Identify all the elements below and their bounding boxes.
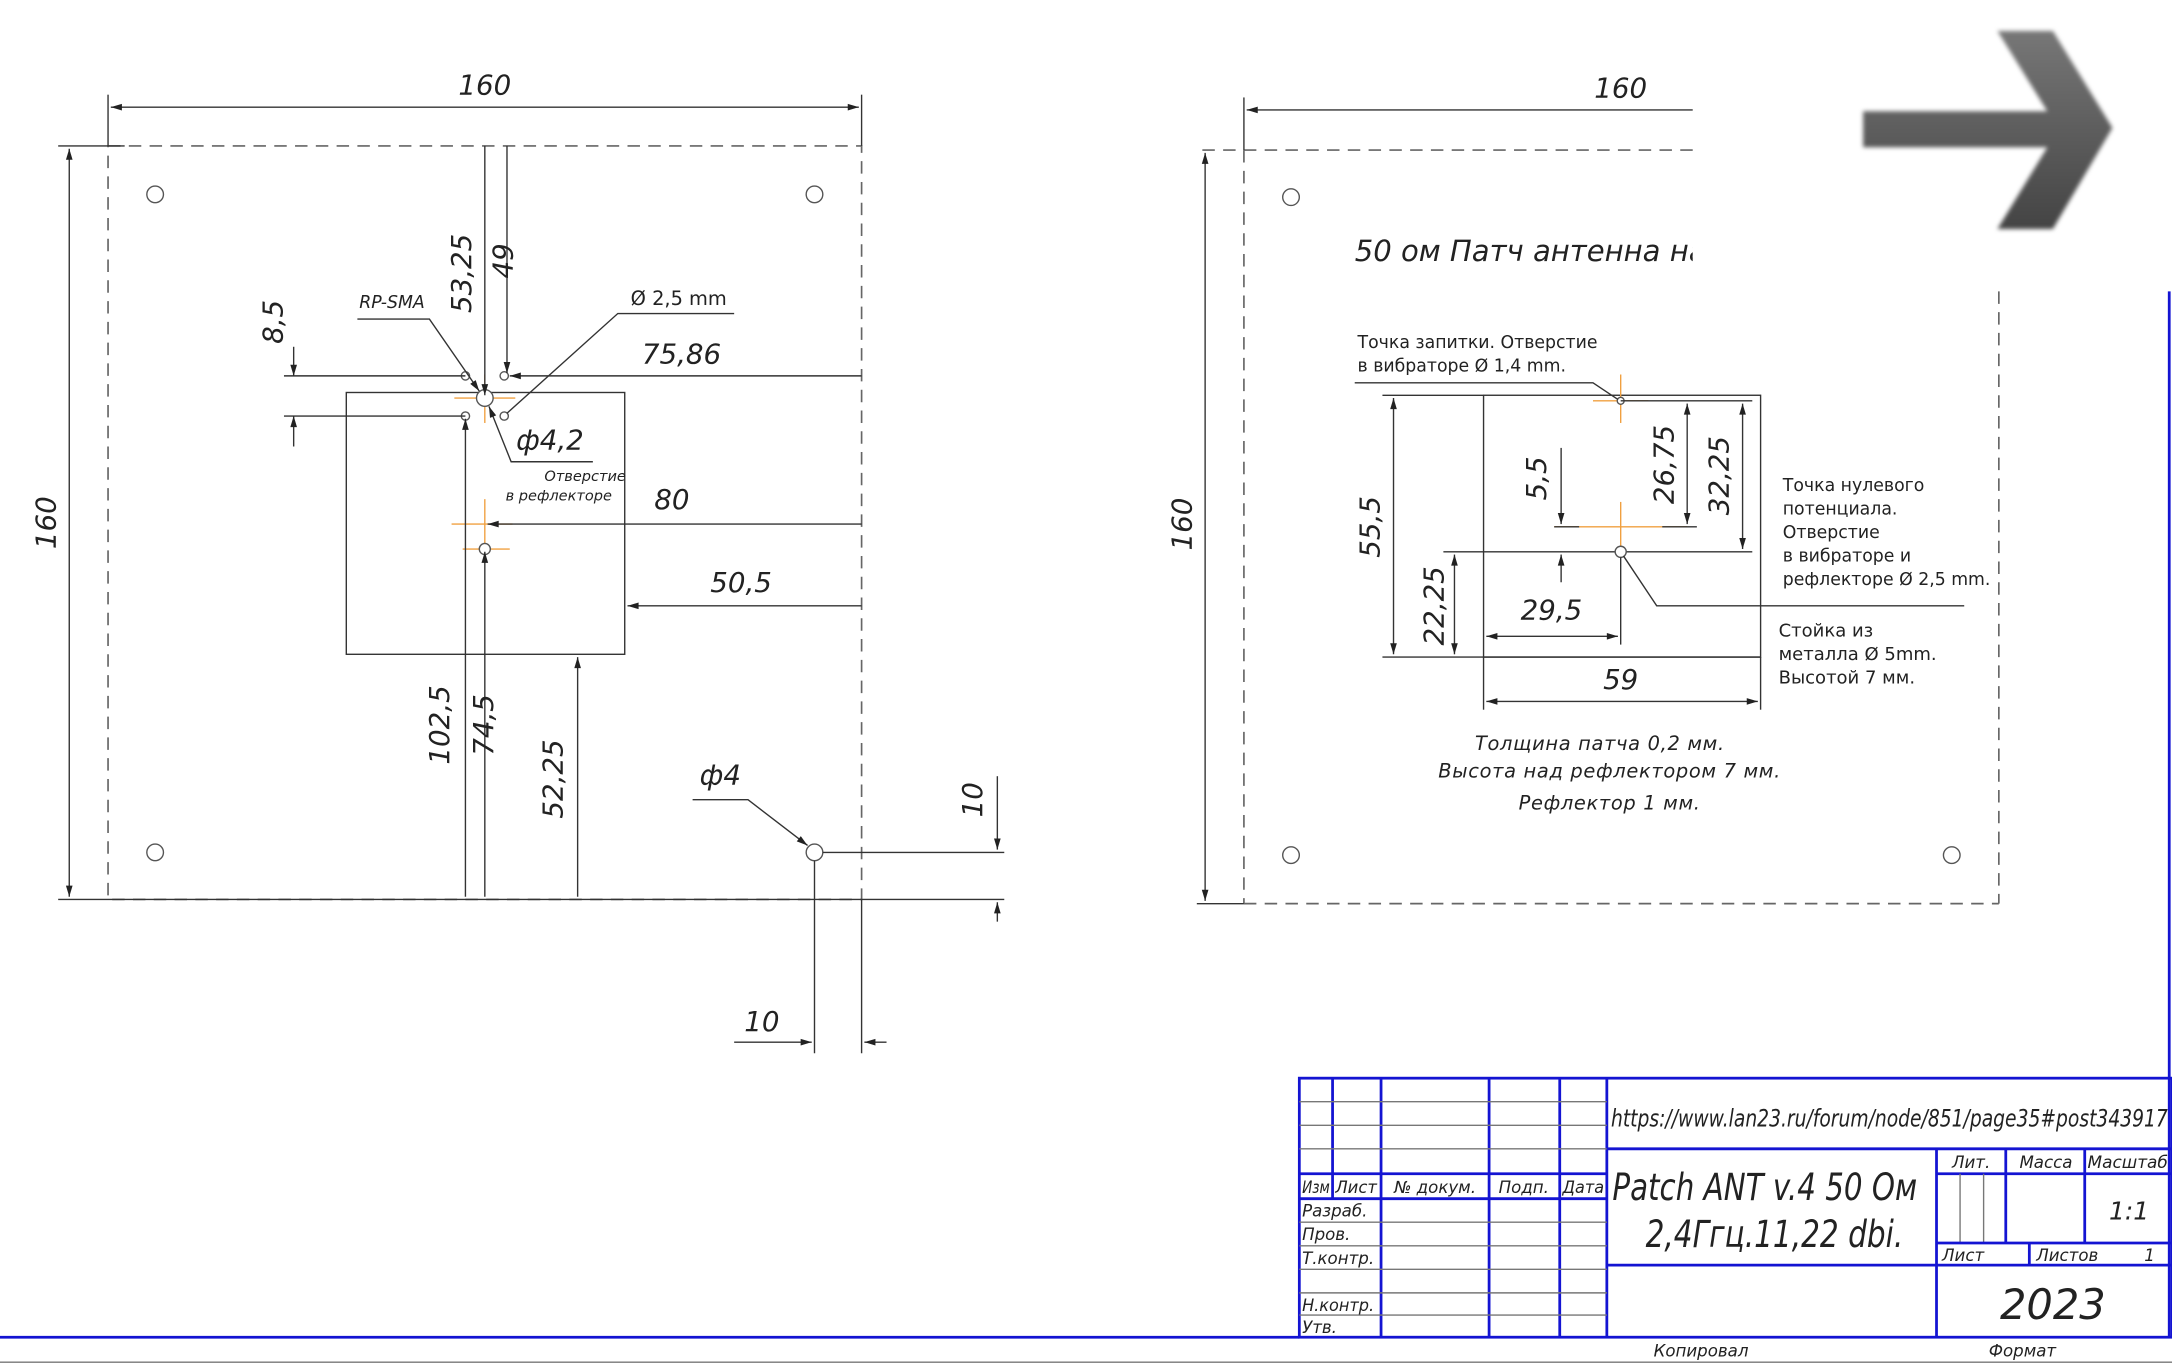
mount-hole bbox=[805, 843, 824, 862]
drawing-label: Копировал bbox=[1654, 1342, 1749, 1361]
right-arrow-icon bbox=[1863, 30, 2113, 230]
hole bbox=[499, 411, 510, 421]
drawing-label: 160 bbox=[458, 69, 511, 102]
drawing-label: ф4,2 bbox=[516, 423, 584, 456]
mount-hole bbox=[146, 185, 165, 204]
drawing-label: Лист bbox=[1334, 1178, 1378, 1197]
drawing-label: Ø 2,5 mm bbox=[631, 287, 727, 310]
drawing-line bbox=[692, 799, 808, 847]
title-block: https://www.lan23.ru/forum/node/851/page… bbox=[1297, 1076, 2172, 1361]
drawing-label: потенциала. bbox=[1783, 499, 1898, 519]
mount-hole bbox=[805, 185, 824, 204]
drawing-line bbox=[1622, 555, 1965, 607]
drawing-label: металла Ø 5mm. bbox=[1779, 644, 1937, 665]
drawing-label: 59 bbox=[1603, 663, 1638, 696]
drawing-label: 53,25 bbox=[445, 234, 478, 313]
drawing-label: Высотой 7 мм. bbox=[1779, 667, 1915, 688]
drawing-label: Пров. bbox=[1302, 1225, 1350, 1244]
drawing-label: 5,5 bbox=[1520, 456, 1553, 500]
drawing-label: Разраб. bbox=[1302, 1202, 1367, 1221]
drawing-label: Точка нулевого bbox=[1782, 476, 1925, 496]
drawing-label: Н.контр. bbox=[1302, 1296, 1374, 1315]
drawing-label: 75,86 bbox=[642, 337, 721, 370]
drawing-label: Толщина патча 0,2 мм. bbox=[1475, 732, 1725, 755]
drawing-label: Стойка из bbox=[1779, 620, 1874, 641]
drawing-line bbox=[1354, 382, 1619, 400]
drawing-label: 74,5 bbox=[467, 694, 500, 756]
drawing-label: Изм bbox=[1302, 1178, 1330, 1197]
mount-hole bbox=[1282, 846, 1301, 865]
drawing-label: рефлекторе Ø 2,5 mm. bbox=[1783, 570, 1991, 590]
drawing-label: Рефлектор 1 мм. bbox=[1519, 791, 1701, 814]
drawing-label: Подп. bbox=[1499, 1178, 1549, 1197]
drawing-label: Отверстие bbox=[544, 469, 626, 485]
drawing-label: 160 bbox=[29, 496, 62, 549]
drawing-label: Масса bbox=[2019, 1153, 2072, 1172]
left-view: 160 160 53,25 49 8,5 RP-SMA Ø 2,5 mm 75,… bbox=[29, 69, 1005, 1054]
ground-point bbox=[1614, 545, 1627, 559]
drawing-label: 102,5 bbox=[423, 685, 456, 764]
drawing-label: 55,5 bbox=[1354, 496, 1387, 558]
right-view: 160 160 50 ом Патч антенна на 55,5 22,25… bbox=[1165, 71, 2000, 905]
drawing-label: RP-SMA bbox=[359, 293, 424, 313]
drawing-label: 160 bbox=[1165, 498, 1198, 551]
mount-hole bbox=[146, 843, 165, 862]
drawing-label: Масштаб bbox=[2088, 1153, 2168, 1172]
drawing-label: в вибраторе Ø 1,4 mm. bbox=[1358, 357, 1566, 377]
mount-hole bbox=[1282, 188, 1301, 207]
year: 2023 bbox=[2000, 1280, 2106, 1329]
drawing-label: Т.контр. bbox=[1302, 1249, 1374, 1268]
drawing-label: 32,25 bbox=[1703, 436, 1736, 515]
drawing-label: Формат bbox=[1989, 1342, 2058, 1361]
drawing-label: 22,25 bbox=[1417, 566, 1450, 645]
drawing-label: в вибраторе и bbox=[1783, 546, 1911, 566]
drawing-label: 29,5 bbox=[1521, 594, 1583, 627]
drawing-group: 50 ом Патч антенна на bbox=[1355, 234, 1707, 268]
drawing-line bbox=[357, 318, 480, 392]
drawing-title: 50 ом Патч антенна на bbox=[1355, 234, 1707, 268]
drawing-label: Точка запитки. Отверстие bbox=[1357, 333, 1598, 353]
drawing-label: ф4 bbox=[700, 759, 741, 792]
drawing-label: 1:1 bbox=[2109, 1196, 2149, 1225]
drawing-line bbox=[506, 312, 735, 414]
drawing-label: Высота над рефлектором 7 мм. bbox=[1438, 760, 1781, 783]
document-subtitle: 2,4Ггц.11,22 dbi. bbox=[1646, 1212, 1904, 1256]
drawing-label: Дата bbox=[1562, 1178, 1605, 1197]
drawing-label: 52,25 bbox=[536, 739, 569, 818]
drawing-label: 8,5 bbox=[257, 300, 290, 344]
drawing-label: 10 bbox=[744, 1005, 779, 1038]
document-name: Patch ANT v.4 50 Ом bbox=[1612, 1165, 1917, 1209]
drawing-label: 1 bbox=[2144, 1246, 2155, 1265]
drawing-label: 50,5 bbox=[710, 566, 772, 599]
drawing-label: Отверстие bbox=[1783, 523, 1880, 543]
drawing-line bbox=[488, 406, 593, 463]
drawing-label: 80 bbox=[654, 483, 689, 516]
drawing-label: 10 bbox=[956, 782, 989, 817]
drawing-label: 26,75 bbox=[1647, 425, 1680, 504]
source-url: https://www.lan23.ru/forum/node/851/page… bbox=[1611, 1104, 2168, 1133]
mount-hole bbox=[1942, 846, 1961, 865]
drawing-label: в рефлекторе bbox=[506, 489, 612, 505]
drawing-label: Листов bbox=[2035, 1246, 2098, 1265]
drawing-label: № докум. bbox=[1393, 1178, 1476, 1197]
drawing-line bbox=[1297, 1076, 2172, 1339]
drawing-label: Лит. bbox=[1951, 1153, 1990, 1172]
drawing-label: 49 bbox=[487, 243, 520, 278]
drawing-label: 160 bbox=[1594, 71, 1647, 104]
drawing-label: Лист bbox=[1941, 1246, 1985, 1265]
drawing-label: Утв. bbox=[1302, 1318, 1337, 1337]
